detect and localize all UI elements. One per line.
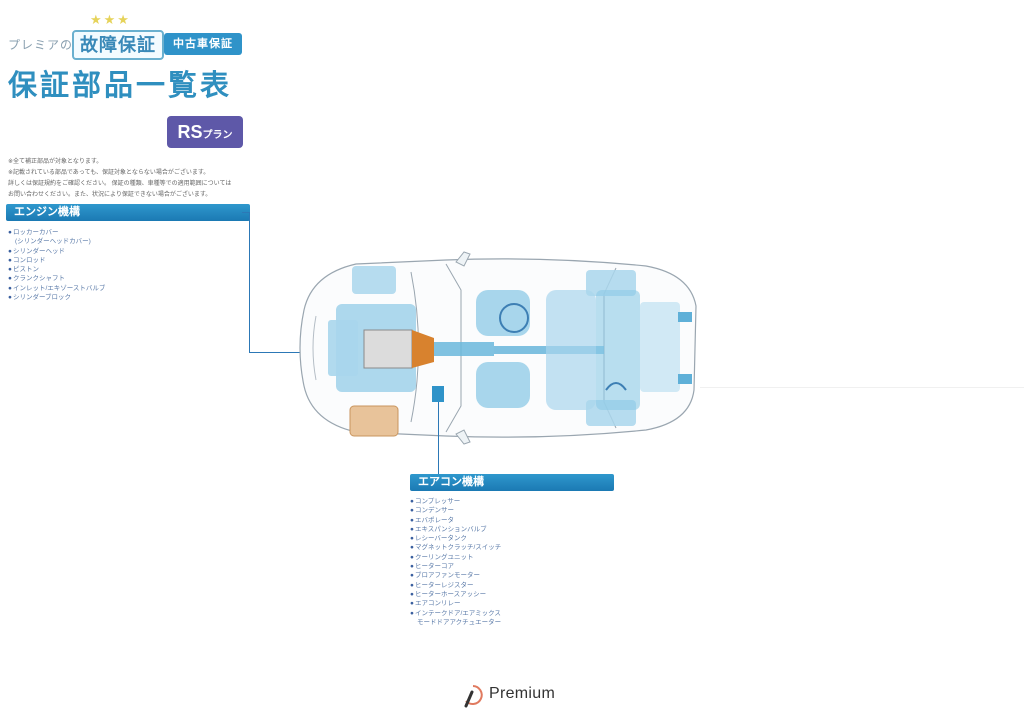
note-line: 詳しくは保証規約をご確認ください。 保証の種類、車種等での適用範囲については	[8, 181, 232, 187]
bullet-icon: ●	[8, 275, 12, 283]
part-label: コンロッド	[12, 256, 46, 264]
scan-fold-line	[700, 387, 1024, 388]
engine-section-heading: エンジン機構	[6, 204, 250, 221]
rating-stars: ★★★	[90, 12, 131, 27]
bullet-icon: ●	[410, 516, 414, 524]
note-line: お問い合わせください。また、状況により保証できない場合がございます。	[8, 192, 212, 198]
part-label: ヒーターホースアッシー	[414, 590, 487, 598]
engine-leader-line	[242, 212, 250, 213]
part-label: コンプレッサー	[414, 498, 461, 505]
list-item: ●ヒーターレジスター	[410, 581, 501, 590]
aircon-section-heading: エアコン機構	[410, 474, 614, 491]
list-item: ●シリンダーヘッド	[8, 247, 105, 256]
bullet-icon: ●	[410, 525, 414, 533]
brand-prefix: プレミアの	[8, 38, 74, 52]
bullet-icon: ●	[410, 609, 414, 617]
bullet-icon: ●	[410, 507, 414, 515]
list-item: ●コンデンサー	[410, 506, 501, 515]
bullet-icon: ●	[8, 266, 12, 274]
list-item: ●ロッカーカバー (シリンダーヘッドカバー)	[8, 228, 105, 247]
part-label: シリンダーブロック	[12, 294, 72, 302]
part-label: コンデンサー	[414, 507, 454, 515]
part-label: ヒーターコア	[414, 563, 454, 571]
notes: ※全て補正部品が対象となります。 ※記載されている部品であっても、保証対象となら…	[8, 158, 248, 202]
note-line: ※記載されている部品であっても、保証対象とならない場合がございます。	[8, 170, 210, 176]
list-item: ●コンロッド	[8, 256, 105, 265]
part-sublabel: モードドアアクチュエーター	[417, 618, 502, 626]
list-item: ●インテークドア/エアミックスモードドアアクチュエーター	[410, 609, 501, 628]
list-item: ●エキスパンションバルブ	[410, 525, 501, 534]
part-label: マグネットクラッチ/スイッチ	[414, 544, 502, 552]
bullet-icon: ●	[410, 553, 414, 561]
list-item: ●ブロアファンモーター	[410, 571, 501, 580]
list-item: ●レシーバータンク	[410, 534, 501, 543]
part-label: エアコンリレー	[414, 600, 461, 608]
footer-brand: Premium	[489, 685, 556, 702]
list-item: ●ピストン	[8, 265, 105, 274]
part-label: ヒーターレジスター	[414, 581, 474, 589]
list-item: ●マグネットクラッチ/スイッチ	[410, 543, 501, 552]
bullet-icon: ●	[410, 498, 414, 505]
list-item: ●シリンダーブロック	[8, 293, 105, 302]
part-label: エキスパンションバルブ	[414, 525, 487, 533]
car-diagram-icon	[299, 251, 697, 445]
part-label: クランクシャフト	[12, 275, 65, 283]
bullet-icon: ●	[410, 572, 414, 580]
note-line: ※全て補正部品が対象となります。	[8, 159, 103, 165]
part-label: エバポレータ	[414, 516, 454, 524]
list-item: ●クーリングユニット	[410, 553, 501, 562]
part-label: インレット/エキゾーストバルブ	[12, 284, 106, 292]
list-item: ●エバポレータ	[410, 516, 501, 525]
part-label: クーリングユニット	[414, 553, 474, 561]
bullet-icon: ●	[410, 600, 414, 608]
part-label: インテークドア/エアミックス	[414, 609, 501, 617]
part-label: ピストン	[12, 266, 39, 274]
part-label: レシーバータンク	[414, 535, 467, 543]
bullet-icon: ●	[410, 544, 414, 552]
bullet-icon: ●	[8, 284, 12, 292]
part-label: ブロアファンモーター	[414, 572, 480, 580]
list-item: ●コンプレッサー	[410, 497, 501, 506]
bullet-icon: ●	[410, 590, 414, 598]
plan-badge-sub: プラン	[202, 130, 233, 141]
engine-parts-list: ●ロッカーカバー(シリンダーヘッドカバー) ●シリンダーヘッド ●コンロッド ●…	[8, 228, 105, 302]
bullet-icon: ●	[410, 581, 414, 589]
engine-leader-line	[249, 212, 250, 353]
page-title: 保証部品一覧表	[8, 70, 233, 102]
plan-badge-main: RS	[177, 122, 203, 142]
part-sublabel: (シリンダーヘッドカバー)	[15, 238, 91, 246]
plan-badge: RSプラン	[167, 116, 243, 148]
aircon-parts-list: ●コンプレッサー ●コンデンサー ●エバポレータ ●エキスパンションバルブ ●レ…	[410, 497, 501, 627]
aircon-leader-line	[438, 402, 439, 474]
bullet-icon: ●	[410, 563, 414, 571]
list-item: ●クランクシャフト	[8, 274, 105, 283]
list-item: ●インレット/エキゾーストバルブ	[8, 284, 105, 293]
used-car-tag: 中古車保証	[164, 33, 242, 55]
premium-logo-icon	[464, 685, 483, 708]
part-label: シリンダーヘッド	[12, 247, 65, 255]
part-label: ロッカーカバー	[12, 229, 59, 236]
brand-name: 故障保証	[72, 30, 164, 60]
bullet-icon: ●	[8, 256, 12, 264]
bullet-icon: ●	[8, 229, 12, 236]
bullet-icon: ●	[410, 535, 414, 543]
bullet-icon: ●	[8, 247, 12, 255]
list-item: ●ヒーターコア	[410, 562, 501, 571]
bullet-icon: ●	[8, 294, 12, 302]
list-item: ●エアコンリレー	[410, 599, 501, 608]
car-diagram	[286, 250, 700, 445]
list-item: ●ヒーターホースアッシー	[410, 590, 501, 599]
